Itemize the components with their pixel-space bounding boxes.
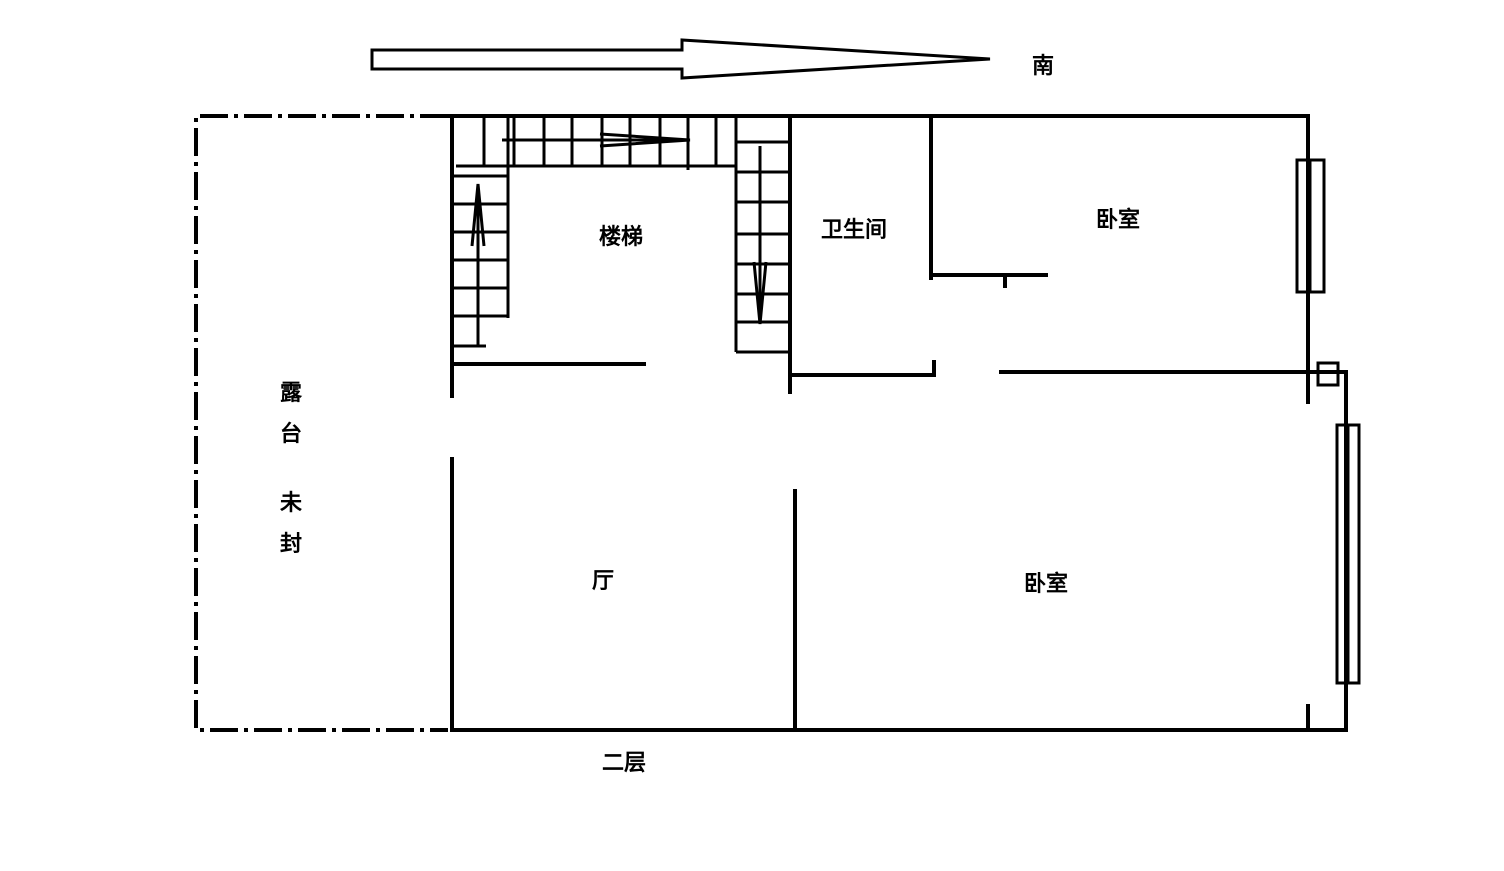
hall-label: 厅 [592,569,614,594]
exterior-walls [446,114,1348,732]
window-top [1295,158,1326,294]
terrace-label-2: 台 [280,421,302,447]
terrace-label-4: 封 [280,532,302,557]
bedroom-bottom-label: 卧室 [1024,571,1068,597]
interior-walls [452,114,1310,732]
terrace-label-3: 未 [280,491,302,516]
bedroom-top-label: 卧室 [1096,207,1140,233]
stair-right-flight [734,116,790,354]
south-arrow-icon [370,38,991,80]
terrace-outline [194,114,448,732]
stair-left-flight [452,116,510,348]
terrace-label-1: 露 [280,381,303,406]
floor-label: 二层 [602,751,646,776]
bathroom-label: 卫生间 [821,218,887,243]
stairs-label: 楼梯 [599,224,643,250]
pipe-box [1316,361,1340,387]
window-bottom [1335,423,1361,685]
stair-top-flight [456,116,736,170]
terrace-label: 露 台 未 封 [280,381,303,557]
south-label: 南 [1032,54,1054,79]
